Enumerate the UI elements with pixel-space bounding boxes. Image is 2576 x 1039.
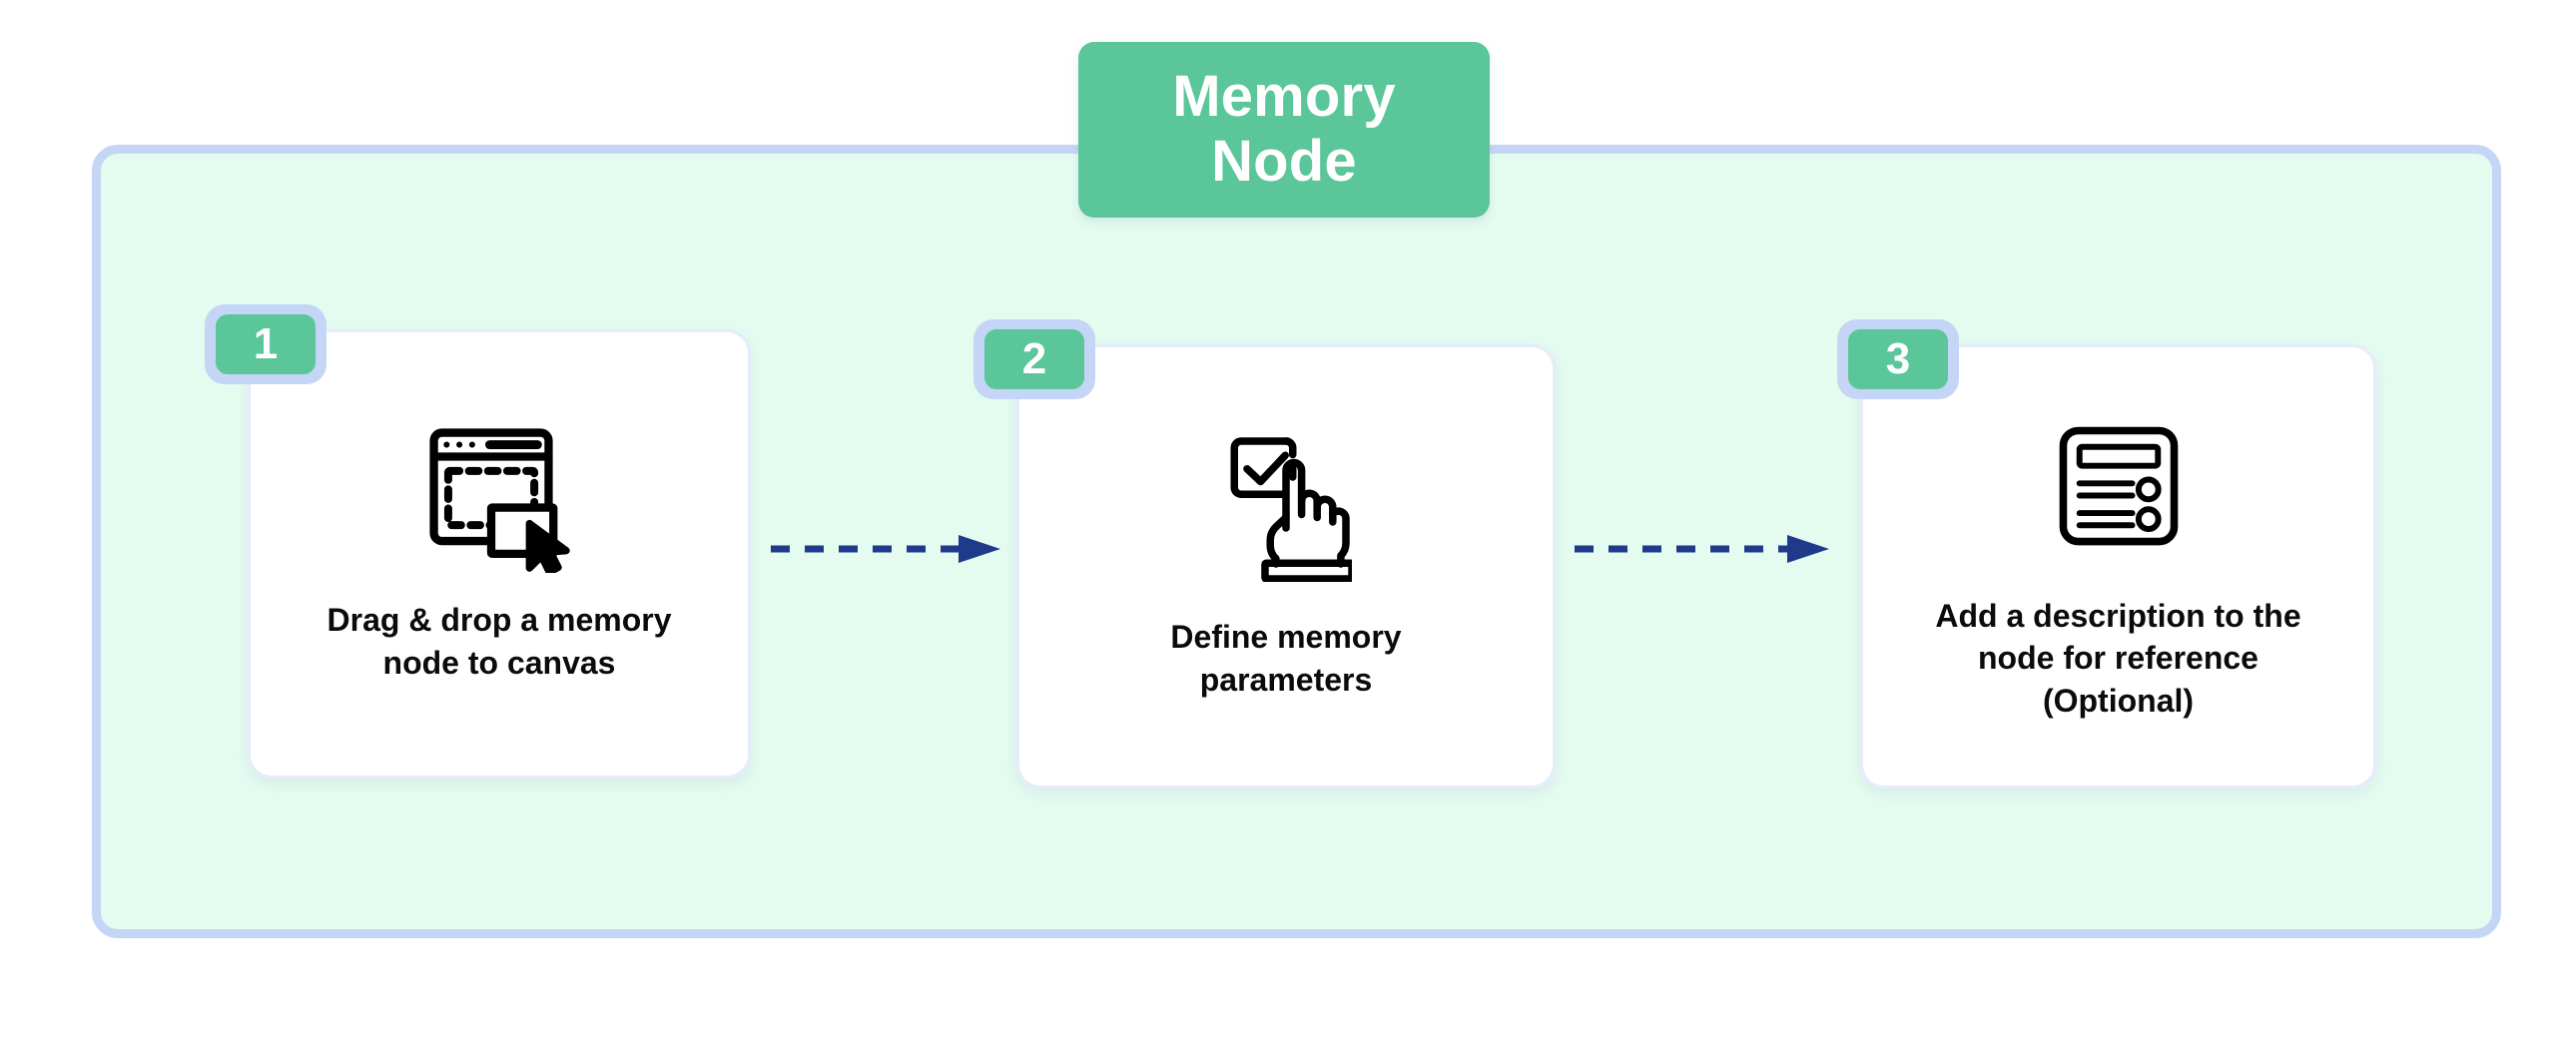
- arrow-step1-to-step2: [769, 534, 1008, 569]
- form-description-icon: [2054, 411, 2184, 561]
- arrow-step2-to-step3: [1573, 534, 1837, 569]
- step-badge-1: 1: [205, 304, 326, 384]
- step-card-3[interactable]: Add a description to the node for refere…: [1860, 344, 2376, 788]
- step-card-3-label: Add a description to the node for refere…: [1935, 597, 2301, 719]
- step-card-2-label: Define memory parameters: [1170, 618, 1402, 698]
- step-badge-1-number: 1: [253, 319, 279, 368]
- step-card-1-label: Drag & drop a memory node to canvas: [326, 602, 672, 681]
- step-badge-1-inner: 1: [216, 314, 316, 374]
- step-badge-2-number: 2: [1021, 334, 1047, 383]
- step-card-1[interactable]: Drag & drop a memory node to canvas: [248, 329, 751, 779]
- step-badge-2: 2: [973, 319, 1095, 399]
- step-badge-3-number: 3: [1885, 334, 1911, 383]
- memory-node-title-badge: Memory Node: [1078, 42, 1490, 218]
- step-card-2[interactable]: Define memory parameters: [1016, 344, 1556, 788]
- hand-checkbox-icon: [1220, 432, 1352, 582]
- step-badge-3: 3: [1837, 319, 1959, 399]
- step-badge-3-inner: 3: [1848, 329, 1948, 389]
- drag-drop-canvas-icon: [419, 423, 579, 574]
- memory-node-title-text: Memory Node: [1172, 64, 1396, 194]
- step-badge-2-inner: 2: [984, 329, 1084, 389]
